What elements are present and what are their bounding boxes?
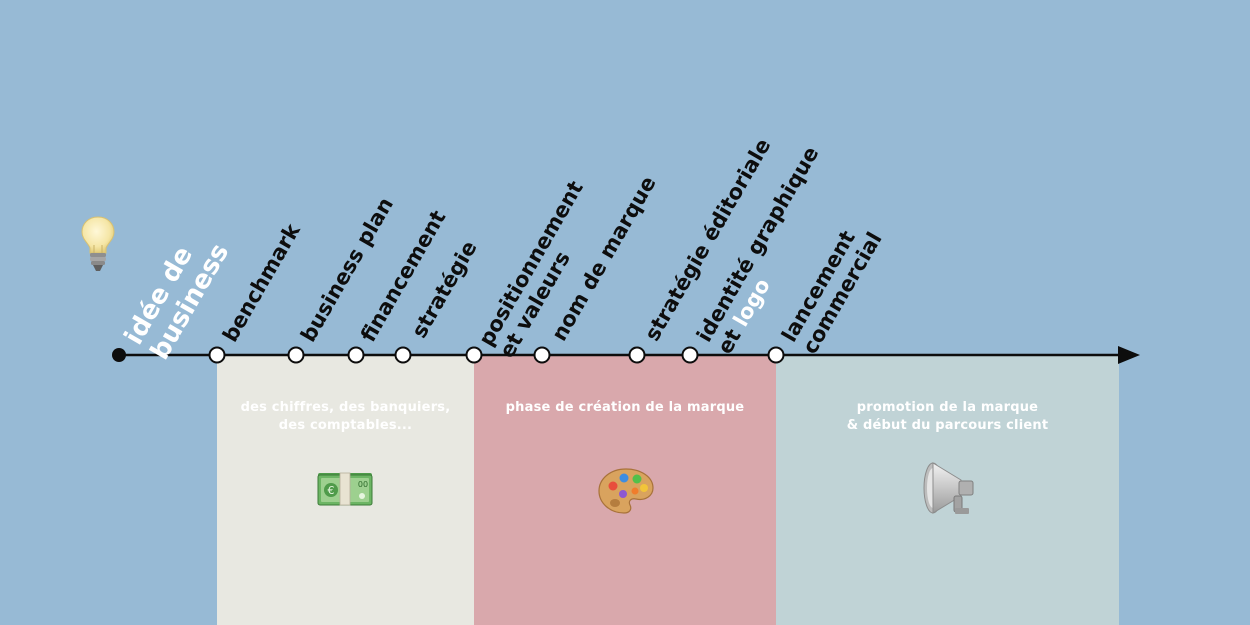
launch-caption-line-2: & début du parcours client [846,418,1049,433]
node-financement [347,346,365,364]
palette-icon [598,468,654,514]
finance-caption-line-2: des comptables... [278,418,413,433]
node-benchmark [208,346,226,364]
node-positionnement [465,346,483,364]
launch-phase-caption: promotion de la marque & début du parcou… [776,399,1119,435]
timeline-arrowhead [1118,346,1140,364]
finance-phase-panel: des chiffres, des banquiers, des comptab… [217,355,474,625]
start-node [112,348,126,362]
brand-phase-caption: phase de création de la marque [474,399,776,417]
node-business-plan [287,346,305,364]
lightbulb-icon [81,216,115,271]
svg-text:€: € [328,484,335,497]
brand-caption-line-1: phase de création de la marque [505,400,745,415]
money-euro-icon: € 00 [317,472,373,506]
svg-text:00: 00 [358,480,368,489]
megaphone-icon [923,462,974,514]
node-strategie [394,346,412,364]
node-strategie-editoriale [628,346,646,364]
finance-phase-caption: des chiffres, des banquiers, des comptab… [217,399,474,435]
node-nom-de-marque [533,346,551,364]
node-lancement [767,346,785,364]
launch-caption-line-1: promotion de la marque [856,400,1039,415]
finance-caption-line-1: des chiffres, des banquiers, [240,400,451,415]
node-identite-graphique [681,346,699,364]
